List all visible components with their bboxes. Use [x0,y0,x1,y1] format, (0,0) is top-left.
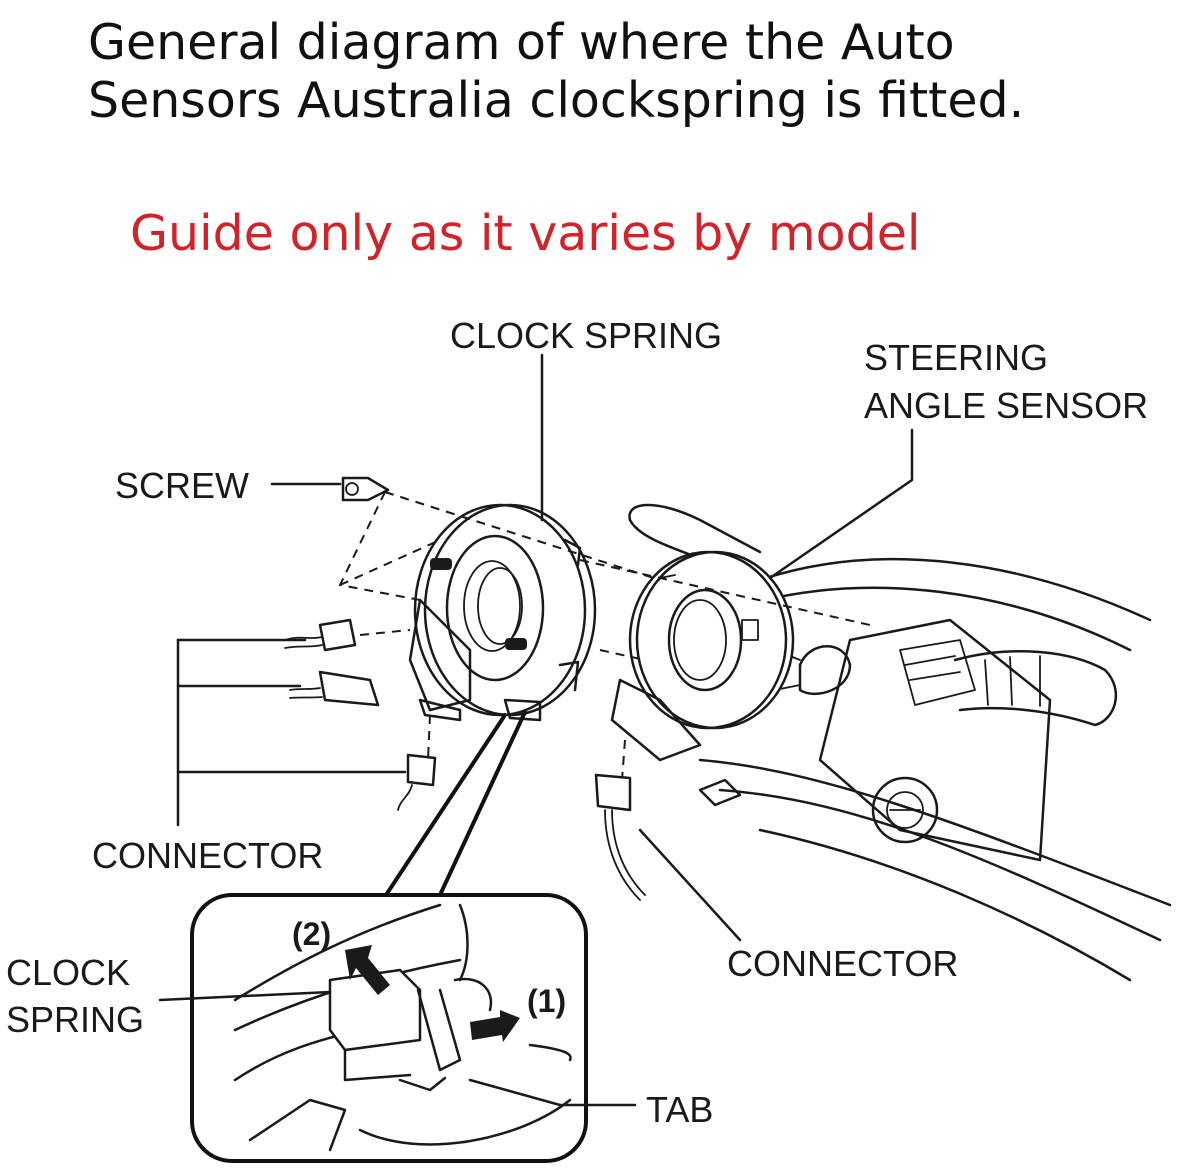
align-line [599,649,646,661]
arrow-icon [345,945,390,995]
label-connector-right: CONNECTOR [727,943,958,984]
tab-detail-inset [190,893,637,1163]
label-step-1: (1) [527,983,566,1019]
page-subheading: Guide only as it varies by model [130,205,921,262]
page-heading: General diagram of where the Auto Sensor… [88,14,1168,130]
connector-plug-icon [594,773,646,901]
align-line [579,559,871,626]
leader-connector-right [638,828,742,942]
label-angle-sensor: ANGLE SENSOR [864,385,1148,426]
zoom-line [384,713,507,897]
zoom-line [438,710,527,897]
heading-line-1: General diagram of where the Auto [88,14,955,71]
align-line [427,714,431,761]
align-line [359,629,411,636]
label-inset-spring: SPRING [6,999,144,1040]
align-line [384,491,661,581]
connector-plug-icon [289,670,380,707]
align-line [339,539,441,586]
connector-plug-icon [284,618,357,652]
screw-icon [341,476,390,502]
label-connector-left: CONNECTOR [92,835,323,876]
label-inset-clock: CLOCK [6,952,130,993]
label-clock-spring: CLOCK SPRING [450,315,722,356]
steering-angle-sensor [610,550,795,762]
leader-inset-clock-spring [158,990,332,1002]
align-line [338,491,421,601]
label-step-2: (2) [292,916,331,952]
leader-steering-sensor [768,428,914,580]
label-tab: TAB [646,1089,713,1130]
steering-column [628,503,1172,982]
clock-spring-part [408,503,597,722]
heading-line-2: Sensors Australia clockspring is fitted. [88,72,1025,129]
arrow-icon [470,1010,520,1042]
align-line [621,739,626,781]
connector-plug-icon [397,753,437,811]
label-screw: SCREW [115,465,249,506]
label-steering: STEERING [864,337,1048,378]
